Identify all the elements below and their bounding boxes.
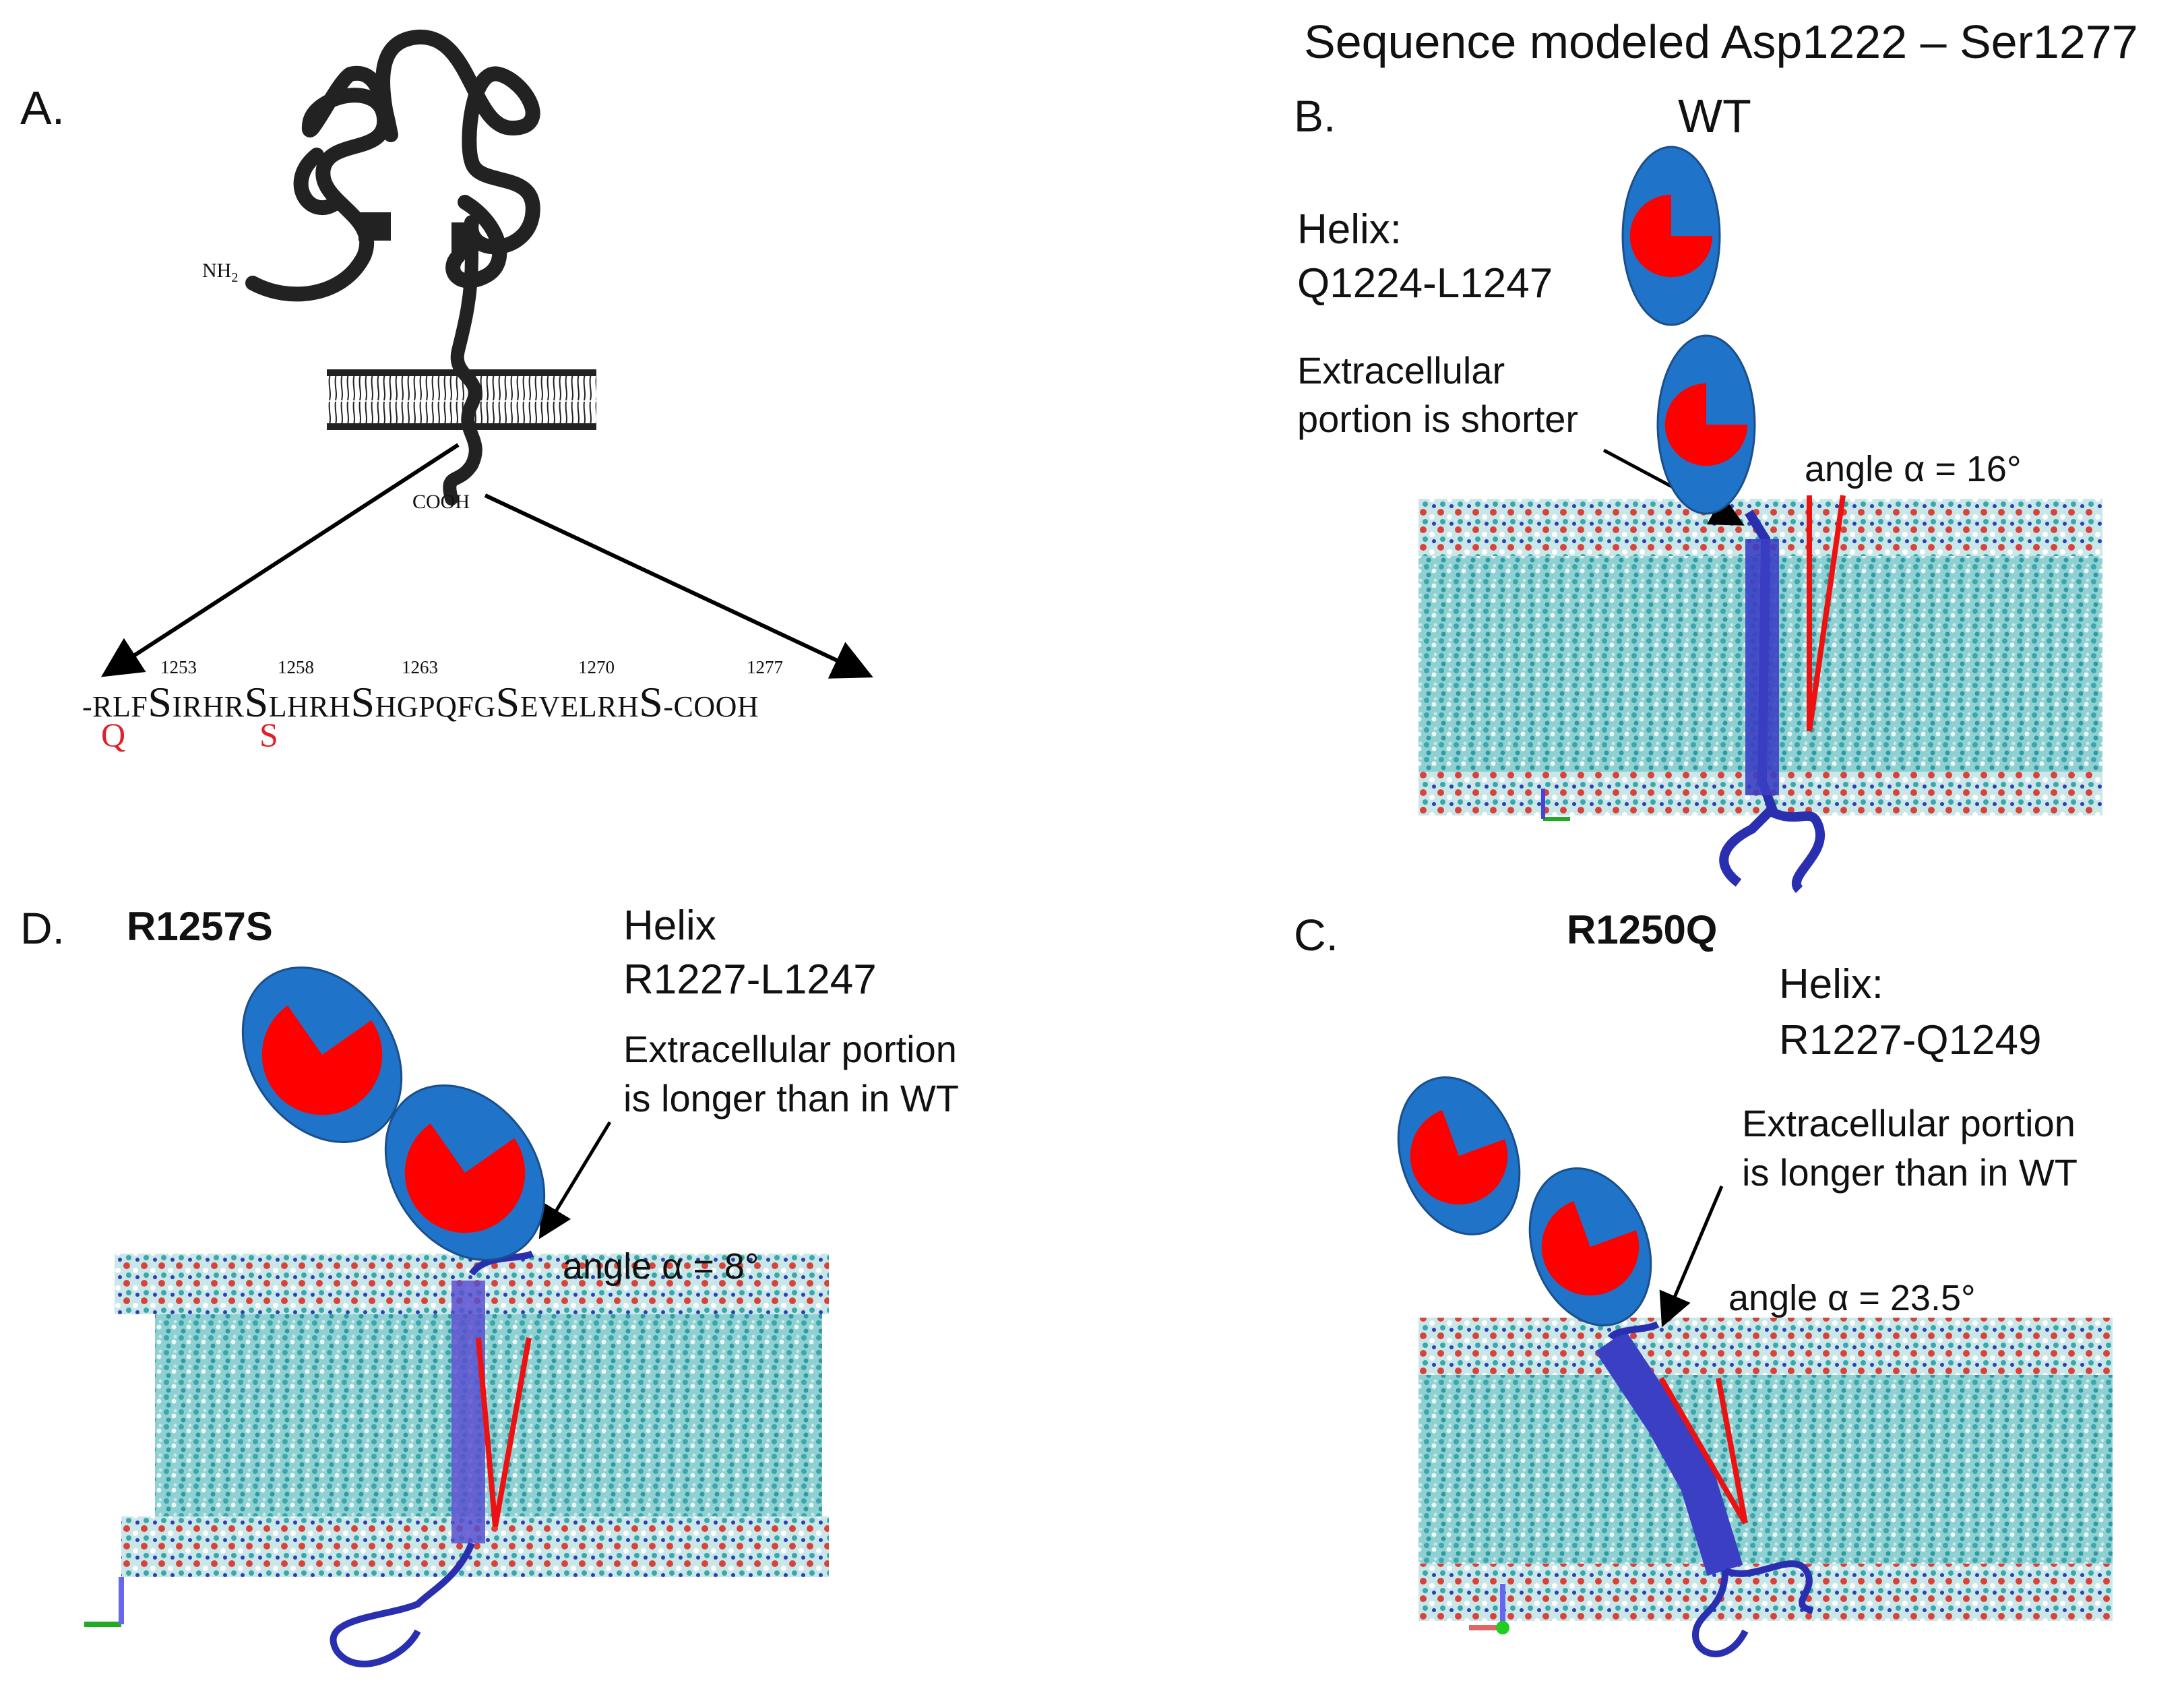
panel-d-note-line2: is longer than in WT xyxy=(623,1077,959,1119)
arrow-to-sequence-right xyxy=(484,493,873,679)
nh2-subscript: 2 xyxy=(231,270,239,285)
pie-shape xyxy=(1541,1201,1640,1296)
pie-shape xyxy=(404,1123,526,1233)
glyco-block-right xyxy=(451,222,478,255)
sequence-segment: IRHR xyxy=(172,690,245,723)
panel-c-label: C. xyxy=(1294,910,1338,960)
panel-d-helix-body xyxy=(451,1281,485,1543)
sequence-segment: -COOH xyxy=(663,690,759,723)
sequence-segment: -RLF xyxy=(82,690,148,723)
sequence-segment: LHRH xyxy=(268,690,351,723)
residue-number-1270: 1270 xyxy=(578,657,615,677)
panel-c-ellipse-bottom xyxy=(1528,1167,1652,1326)
panel-c-note-arrow xyxy=(1659,1186,1724,1328)
panel-c-angle-line-1 xyxy=(1658,1376,1748,1525)
sequence-title: Sequence modeled Asp1222 – Ser1277 xyxy=(1304,16,2138,68)
residue-number-1277: 1277 xyxy=(747,657,783,677)
protein-loops xyxy=(293,148,507,288)
sequence-segment: EVELRH xyxy=(520,690,639,723)
panel-c-axis-origin xyxy=(1496,1621,1509,1634)
panel-b-helix-range: Q1224-L1247 xyxy=(1297,260,1553,307)
mutation-q: Q xyxy=(101,716,126,754)
panel-c-ellipse-top xyxy=(1397,1076,1521,1235)
pie-shape xyxy=(1629,194,1713,278)
panel-a-label: A. xyxy=(20,82,65,134)
sequence-serine: S xyxy=(350,678,375,726)
pie-shape xyxy=(1410,1110,1508,1205)
panel-d-helix-title: Helix xyxy=(623,902,716,949)
panel-d-ellipse-top xyxy=(241,966,403,1144)
glyco-block-left xyxy=(358,212,391,241)
sequence-serine: S xyxy=(495,678,520,726)
panel-c-angle-line-2 xyxy=(1716,1378,1748,1524)
panel-b-membrane xyxy=(1418,495,2102,893)
residue-number-1263: 1263 xyxy=(402,657,438,677)
panel-d-membrane xyxy=(84,1250,829,1667)
panel-c-membrane xyxy=(1418,1318,2113,1657)
sequence-segment: HGPQFG xyxy=(375,690,496,723)
mutation-s: S xyxy=(259,716,278,754)
panel-c-helix-loop xyxy=(1607,1321,1814,1657)
bilayer-schematic xyxy=(327,369,596,430)
panel-b-variant: WT xyxy=(1678,90,1751,142)
sequence-serine: S xyxy=(148,678,173,726)
panel-b-helix-title: Helix: xyxy=(1297,206,1402,253)
panel-b-helix-body xyxy=(1745,539,1779,795)
panel-b-note-line2: portion is shorter xyxy=(1297,398,1579,440)
panel-d-note-line1: Extracellular portion xyxy=(623,1028,957,1070)
panel-d-ellipse-bottom xyxy=(384,1084,546,1262)
panel-b-helix xyxy=(1719,510,1826,893)
panel-a-protein-cartoon xyxy=(245,29,596,505)
panel-b-label: B. xyxy=(1294,91,1336,141)
arrow-to-sequence-left xyxy=(100,443,460,677)
sequence-line: -RLFSIRHRSLHRHSHGPQFGSEVELRHS-COOH xyxy=(82,677,759,727)
pie-shape xyxy=(1664,383,1748,466)
panel-b-angle: angle α = 16° xyxy=(1805,449,2022,489)
panel-c-variant: R1250Q xyxy=(1567,907,1718,952)
panel-d-angle-line-1 xyxy=(476,1337,498,1527)
panel-d-angle: angle α = 8° xyxy=(563,1246,759,1287)
panel-d-angle-line-2 xyxy=(493,1337,532,1527)
panel-d-note-arrow xyxy=(538,1121,612,1239)
residue-number-1253: 1253 xyxy=(160,657,197,677)
cooh-label: COOH xyxy=(412,491,470,513)
panel-b-ellipse-top xyxy=(1621,146,1721,326)
panel-c-helix-title: Helix: xyxy=(1779,961,1884,1008)
panel-c-note-line2: is longer than in WT xyxy=(1742,1151,2078,1194)
panel-d-label: D. xyxy=(20,903,65,953)
nh2-label: NH2 xyxy=(202,259,238,286)
panel-b-note-line1: Extracellular xyxy=(1297,349,1505,392)
nh2-text: NH xyxy=(202,259,232,282)
pie-ellipses xyxy=(241,146,1756,1326)
panel-d-helix-range: R1227-L1247 xyxy=(623,956,877,1003)
panel-c-helix-range: R1227-Q1249 xyxy=(1779,1017,2042,1064)
sequence-serine: S xyxy=(244,678,269,726)
panel-c-note-line1: Extracellular portion xyxy=(1742,1102,2076,1144)
panel-c-helix xyxy=(1595,1330,1743,1576)
pie-shape xyxy=(261,1005,383,1115)
residue-number-1258: 1258 xyxy=(278,657,314,677)
protein-backbone xyxy=(245,29,540,302)
panel-b-ellipse-bottom xyxy=(1656,334,1756,515)
panel-d-variant: R1257S xyxy=(127,904,273,949)
panel-b-angle-line-2 xyxy=(1807,495,1846,732)
sequence-serine: S xyxy=(639,678,664,726)
panel-c-angle: angle α = 23.5° xyxy=(1728,1278,1976,1318)
